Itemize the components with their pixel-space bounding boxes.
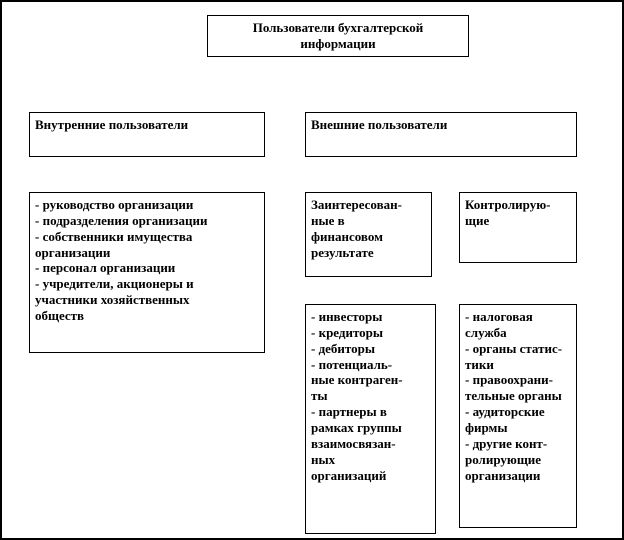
interested-group-list-box: - инвесторы - кредиторы - дебиторы - пот… bbox=[305, 304, 436, 534]
controlling-group-header: Контролирую- щие bbox=[465, 197, 551, 228]
interested-group-list: - инвесторы - кредиторы - дебиторы - пот… bbox=[311, 309, 403, 483]
controlling-group-header-box: Контролирую- щие bbox=[459, 192, 577, 263]
controlling-group-list-box: - налоговая служба - органы статис- тики… bbox=[459, 304, 577, 528]
root-box: Пользователи бухгалтерской информации bbox=[207, 15, 469, 57]
internal-users-list: - руководство организации - подразделени… bbox=[35, 197, 208, 324]
interested-group-header-box: Заинтересован- ные в финансовом результа… bbox=[305, 192, 432, 277]
external-users-header-box: Внешние пользователи bbox=[305, 112, 577, 157]
controlling-group-list: - налоговая служба - органы статис- тики… bbox=[465, 309, 563, 483]
internal-users-list-box: - руководство организации - подразделени… bbox=[29, 192, 265, 353]
interested-group-header: Заинтересован- ные в финансовом результа… bbox=[311, 197, 402, 260]
internal-users-header: Внутренние пользователи bbox=[35, 117, 189, 132]
external-users-header: Внешние пользователи bbox=[311, 117, 448, 132]
internal-users-header-box: Внутренние пользователи bbox=[29, 112, 265, 157]
root-title: Пользователи бухгалтерской информации bbox=[252, 20, 424, 51]
